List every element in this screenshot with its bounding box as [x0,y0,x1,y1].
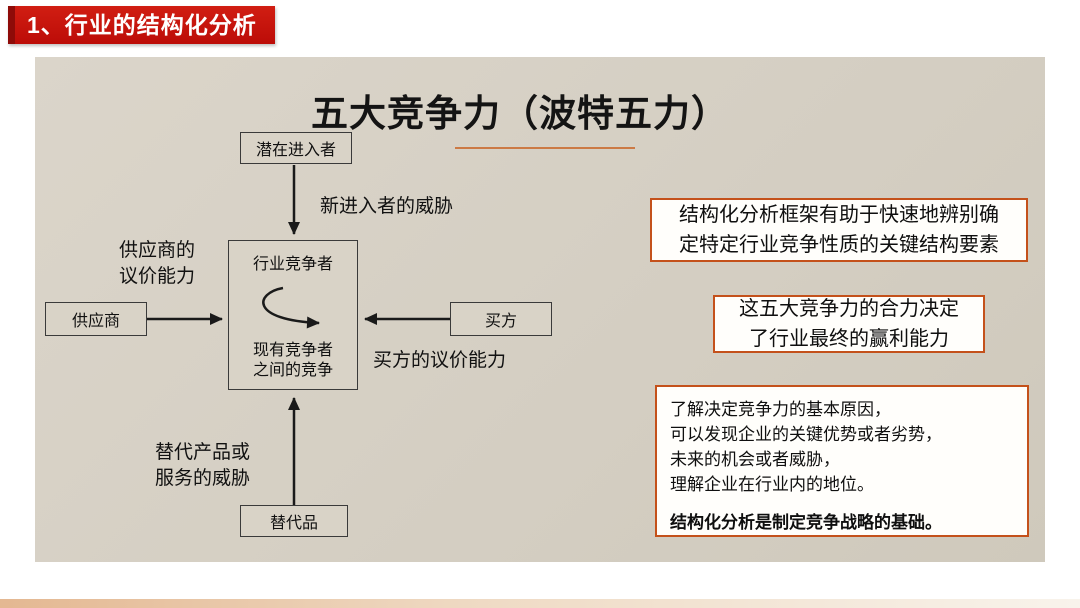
section-badge-label: 1、行业的结构化分析 [27,12,257,38]
box-substitutes-label: 替代品 [269,515,318,532]
callout-understanding-emphasis: 结构化分析是制定竞争战略的基础。 [670,512,942,532]
callout-profitability-text: 这五大竞争力的合力决定 了行业最终的赢利能力 [739,298,959,350]
rivalry-label: 现有竞争者 之间的竞争 [252,342,333,379]
box-buyers-label: 买方 [484,313,517,330]
box-potential-entrants-label: 潜在进入者 [255,142,336,159]
slide-body: 五大竞争力（波特五力） 潜在进入者 供应商 买方 [35,57,1045,562]
callout-framework: 结构化分析框架有助于快速地辨别确 定特定行业竞争性质的关键结构要素 [650,198,1028,262]
industry-competitors-label: 行业竞争者 [252,256,333,273]
label-supplier-power: 供应商的 议价能力 [118,240,195,287]
label-new-entrants-threat: 新进入者的威胁 [320,196,454,217]
callout-profitability: 这五大竞争力的合力决定 了行业最终的赢利能力 [713,295,985,353]
title-underline [455,147,635,149]
callout-understanding: 了解决定竞争力的基本原因， 可以发现企业的关键优势或者劣势， 未来的机会或者威胁… [655,385,1029,537]
rivalry-curved-arrow-icon [262,286,320,328]
section-badge: 1、行业的结构化分析 [8,6,275,44]
box-industry-competitors: 行业竞争者 现有竞争者 之间的竞争 [228,240,358,390]
box-buyers: 买方 [450,302,552,336]
slide-title: 五大竞争力（波特五力） [311,93,729,134]
callout-understanding-body: 了解决定竞争力的基本原因， 可以发现企业的关键优势或者劣势， 未来的机会或者威胁… [670,400,942,494]
box-potential-entrants: 潜在进入者 [240,132,352,164]
callout-framework-text: 结构化分析框架有助于快速地辨别确 定特定行业竞争性质的关键结构要素 [679,204,999,256]
box-suppliers-label: 供应商 [71,313,120,330]
label-substitute-threat: 替代产品或 服务的威胁 [154,442,250,489]
label-buyer-power: 买方的议价能力 [373,350,507,371]
box-substitutes: 替代品 [240,505,348,537]
bottom-accent-strip [0,599,1080,608]
box-suppliers: 供应商 [45,302,147,336]
